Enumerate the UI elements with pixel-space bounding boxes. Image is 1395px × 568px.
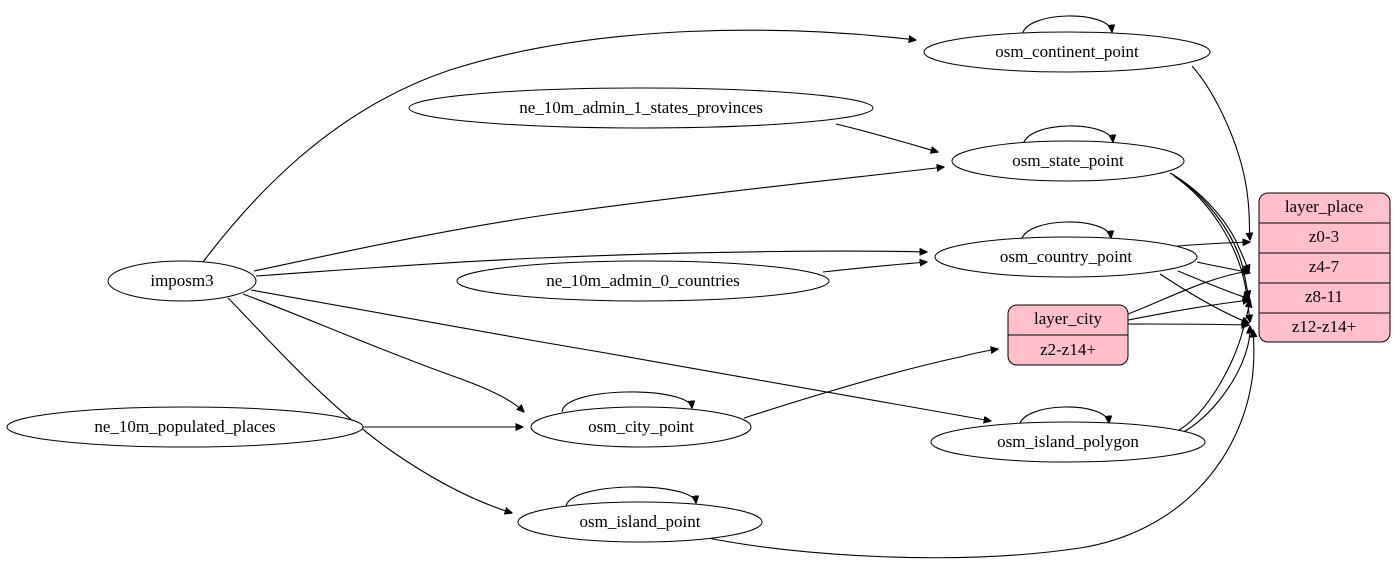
record-layer_place-row-z12-z14plus[interactable]: z12-z14+ <box>1292 317 1356 336</box>
selfloop-osm_island_polygon <box>1018 406 1109 428</box>
edge-osm_state_point-to-layer_place-z4-7 <box>1169 172 1249 272</box>
node-label-osm_island_point: osm_island_point <box>580 512 701 531</box>
node-label-ne_10m_admin_0_countries: ne_10m_admin_0_countries <box>546 271 740 290</box>
node-layer: imposm3 ne_10m_admin_1_states_provinces … <box>6 31 1391 543</box>
node-label-ne_10m_populated_places: ne_10m_populated_places <box>94 417 275 436</box>
selfloop-osm_city_point <box>561 391 692 413</box>
edge-ne_states-to-osm_state_point <box>835 123 938 152</box>
selfloop-osm_country_point <box>1020 221 1111 243</box>
edge-imposm3-to-osm_island_polygon <box>250 289 991 421</box>
node-ne_10m_populated_places[interactable]: ne_10m_populated_places <box>6 406 364 448</box>
node-ne_10m_admin_0_countries[interactable]: ne_10m_admin_0_countries <box>456 260 830 302</box>
node-label-osm_state_point: osm_state_point <box>1012 151 1124 170</box>
record-layer_city-title: layer_city <box>1034 309 1102 328</box>
edge-layer_city-to-layer_place-upper <box>1127 271 1249 315</box>
edge-layer_city-to-layer_place-z8-11 <box>1127 300 1250 321</box>
edge-osm_state_point-to-layer_place-z12-z14plus <box>1173 175 1250 322</box>
record-layer_place-row-z8-11[interactable]: z8-11 <box>1305 287 1343 306</box>
edge-osm_city_point-to-layer_city-z2-z14plus <box>743 349 998 419</box>
node-ne_10m_admin_1_states_provinces[interactable]: ne_10m_admin_1_states_provinces <box>408 87 874 129</box>
edge-imposm3-to-osm_state_point <box>253 167 944 272</box>
node-imposm3[interactable]: imposm3 <box>107 260 257 302</box>
node-osm_city_point[interactable]: osm_city_point <box>530 406 752 448</box>
node-osm_country_point[interactable]: osm_country_point <box>934 236 1198 278</box>
edge-osm_island_point-to-layer_place-z12-z14plus <box>702 330 1254 559</box>
edge-imposm3-to-osm_city_point <box>242 293 524 412</box>
edge-osm_country_point-to-layer_place-z8-11 <box>1177 270 1250 299</box>
edge-osm_country_point-to-layer_place-z12-z14plus <box>1159 273 1249 323</box>
record-layer_place-row-z0-3[interactable]: z0-3 <box>1309 227 1339 246</box>
record-layer_place-row-z4-7[interactable]: z4-7 <box>1309 257 1340 276</box>
record-layer_place-title: layer_place <box>1285 197 1363 216</box>
edge-imposm3-to-osm_continent_point <box>202 29 916 263</box>
node-label-osm_continent_point: osm_continent_point <box>995 42 1139 61</box>
record-layer_city[interactable]: layer_city z2-z14+ <box>1007 304 1129 366</box>
node-osm_island_polygon[interactable]: osm_island_polygon <box>930 421 1206 463</box>
record-layer_city-row-z2-z14plus[interactable]: z2-z14+ <box>1040 340 1096 359</box>
selfloop-osm_continent_point <box>1021 15 1112 37</box>
node-label-imposm3: imposm3 <box>150 271 213 290</box>
node-osm_state_point[interactable]: osm_state_point <box>951 140 1185 182</box>
node-label-osm_island_polygon: osm_island_polygon <box>997 432 1139 451</box>
node-label-ne_10m_admin_1_states_provinces: ne_10m_admin_1_states_provinces <box>519 98 763 117</box>
edge-layer <box>202 15 1254 559</box>
record-layer_place[interactable]: layer_place z0-3 z4-7 z8-11 z12-z14+ <box>1258 192 1391 343</box>
edge-layer_city-to-layer_place-z12-z14plus <box>1127 324 1249 325</box>
edge-osm_island_polygon-to-layer_place-z8-11 <box>1175 300 1250 433</box>
edge-imposm3-to-osm_country_point <box>255 251 927 277</box>
node-label-osm_city_point: osm_city_point <box>588 417 694 436</box>
edge-osm_continent_point-to-layer_place-z0-3 <box>1191 65 1250 240</box>
edge-imposm3-to-osm_island_point <box>227 297 512 513</box>
selfloop-osm_state_point <box>1022 125 1113 147</box>
node-osm_continent_point[interactable]: osm_continent_point <box>923 31 1211 73</box>
node-osm_island_point[interactable]: osm_island_point <box>517 501 763 543</box>
edge-ne_countries-to-osm_country_point <box>822 262 927 273</box>
edge-osm_state_point-to-layer_place-z8-11 <box>1171 173 1249 298</box>
selfloop-osm_island_point <box>565 486 696 508</box>
node-label-osm_country_point: osm_country_point <box>1000 247 1132 266</box>
